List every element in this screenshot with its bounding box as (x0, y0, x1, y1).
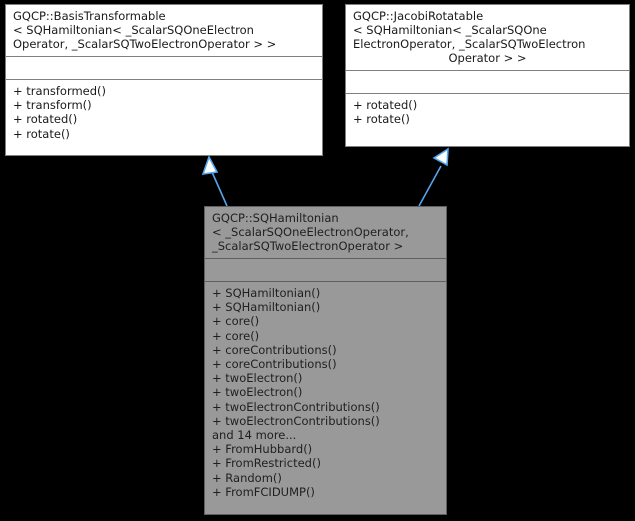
class-title-tail: Operator > > (448, 51, 527, 65)
class-box-jacobi-rotatable[interactable]: GQCP::JacobiRotatable < SQHamiltonian< _… (345, 4, 630, 147)
edge-line-basis-transformable (211, 171, 228, 207)
class-separator (346, 93, 629, 94)
operation-item[interactable]: + twoElectron() (212, 385, 303, 400)
operation-item[interactable]: + core() (212, 328, 260, 343)
operation-item[interactable]: + rotated() (353, 98, 418, 112)
class-separator (6, 56, 322, 57)
arrowhead-jacobi-rotatable (432, 147, 449, 167)
class-attributes-sqhamiltonian (205, 259, 446, 281)
class-separator (6, 79, 322, 80)
class-operations-basis-transformable: + transformed() + transform() + rotated(… (6, 80, 322, 155)
class-title-jacobi-rotatable: GQCP::JacobiRotatable < SQHamiltonian< _… (346, 5, 629, 70)
class-separator (346, 70, 629, 71)
operation-item[interactable]: + twoElectronContributions() (212, 399, 380, 414)
operation-item[interactable]: + coreContributions() (212, 357, 337, 372)
operation-item[interactable]: + FromRestricted() (212, 456, 321, 471)
class-attributes-jacobi-rotatable (346, 71, 629, 93)
class-separator (205, 281, 446, 282)
operation-item[interactable]: + FromFCIDUMP() (212, 484, 315, 499)
operation-item[interactable]: + Random() (212, 470, 282, 485)
operation-item[interactable]: + rotate() (13, 126, 70, 141)
class-operations-jacobi-rotatable: + rotated() + rotate() (346, 94, 629, 146)
operation-item[interactable]: + twoElectron() (212, 371, 303, 386)
edge-sqhamiltonian-to-jacobi-rotatable (418, 147, 449, 207)
arrowhead-basis-transformable (201, 155, 219, 175)
operation-item[interactable]: + rotate() (353, 112, 410, 127)
class-attributes-basis-transformable (6, 57, 322, 79)
class-box-basis-transformable[interactable]: GQCP::BasisTransformable < SQHamiltonian… (5, 4, 323, 156)
operations-more-label: and 14 more... (212, 428, 297, 443)
operation-item[interactable]: + coreContributions() (212, 342, 337, 357)
class-operations-sqhamiltonian: + SQHamiltonian() + SQHamiltonian() + co… (205, 282, 446, 514)
operation-item[interactable]: + transform() (13, 98, 92, 113)
operation-item[interactable]: + SQHamiltonian() (212, 300, 321, 315)
class-title-sqhamiltonian: GQCP::SQHamiltonian < _ScalarSQOneElectr… (212, 211, 409, 253)
class-box-sqhamiltonian[interactable]: GQCP::SQHamiltonian < _ScalarSQOneElectr… (204, 206, 447, 515)
operation-item[interactable]: + SQHamiltonian() (212, 286, 321, 300)
operation-item[interactable]: + FromHubbard() (212, 442, 313, 457)
edge-line-jacobi-rotatable (418, 165, 442, 207)
class-title-basis-transformable: GQCP::BasisTransformable < SQHamiltonian… (13, 9, 277, 51)
operation-item[interactable]: + rotated() (13, 112, 78, 127)
operation-item[interactable]: + transformed() (13, 84, 107, 98)
class-title-head: GQCP::JacobiRotatable < SQHamiltonian< _… (353, 9, 586, 51)
operation-item[interactable]: + core() (212, 314, 260, 329)
operation-item[interactable]: + twoElectronContributions() (212, 413, 380, 428)
edge-sqhamiltonian-to-basis-transformable (201, 155, 228, 207)
class-separator (205, 258, 446, 259)
